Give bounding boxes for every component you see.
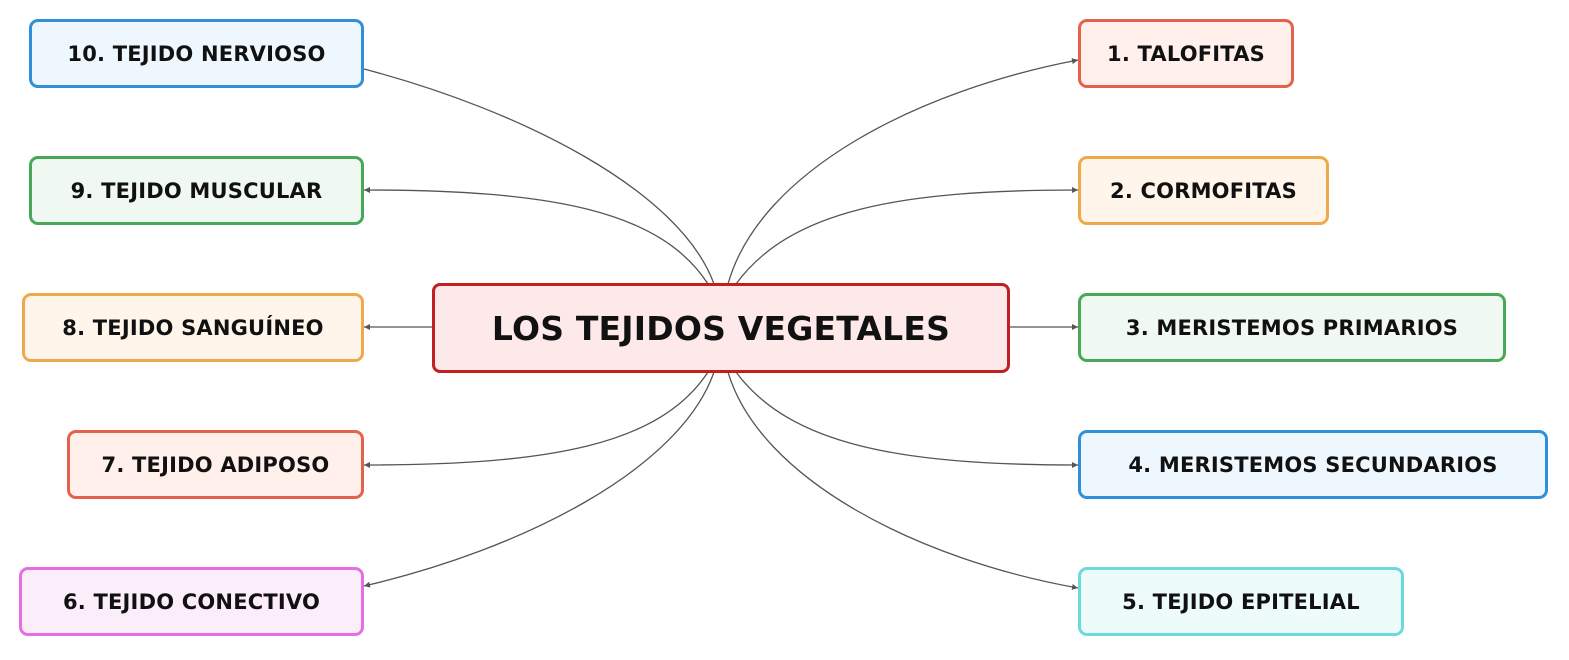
topic-label: 6. TEJIDO CONECTIVO bbox=[62, 589, 321, 614]
connector-root-to-talofitas bbox=[727, 58, 1079, 285]
topic-tejido-adiposo[interactable]: 7. TEJIDO ADIPOSO bbox=[67, 430, 364, 499]
topic-label: 9. TEJIDO MUSCULAR bbox=[70, 178, 323, 203]
topic-cormofitas[interactable]: 2. CORMOFITAS bbox=[1078, 156, 1329, 225]
topic-talofitas[interactable]: 1. TALOFITAS bbox=[1078, 19, 1294, 88]
connector-root-to-cormofitas bbox=[735, 187, 1079, 285]
topic-label: 3. MERISTEMOS PRIMARIOS bbox=[1125, 315, 1459, 340]
topic-meristemos-secundarios[interactable]: 4. MERISTEMOS SECUNDARIOS bbox=[1078, 430, 1548, 499]
topic-label: 5. TEJIDO EPITELIAL bbox=[1122, 589, 1360, 614]
topic-label: 2. CORMOFITAS bbox=[1110, 178, 1297, 203]
connector-root-to-tejido-adiposo bbox=[363, 371, 709, 468]
connector-root-to-tejido-epitelial bbox=[727, 371, 1079, 590]
connector-root-to-tejido-nervioso bbox=[363, 68, 715, 285]
topic-tejido-epitelial[interactable]: 5. TEJIDO EPITELIAL bbox=[1078, 567, 1404, 636]
topic-tejido-conectivo[interactable]: 6. TEJIDO CONECTIVO bbox=[19, 567, 364, 636]
connector-root-to-tejido-muscular bbox=[363, 187, 709, 285]
topic-tejido-nervioso[interactable]: 10. TEJIDO NERVIOSO bbox=[29, 19, 364, 88]
connector-root-to-tejido-conectivo bbox=[363, 371, 715, 588]
topic-label: 8. TEJIDO SANGUÍNEO bbox=[62, 315, 324, 340]
topic-tejido-sanguineo[interactable]: 8. TEJIDO SANGUÍNEO bbox=[22, 293, 364, 362]
topic-meristemos-primarios[interactable]: 3. MERISTEMOS PRIMARIOS bbox=[1078, 293, 1506, 362]
root-topic-label: LOS TEJIDOS VEGETALES bbox=[491, 308, 951, 348]
topic-label: 10. TEJIDO NERVIOSO bbox=[67, 41, 326, 66]
topic-label: 4. MERISTEMOS SECUNDARIOS bbox=[1128, 452, 1498, 477]
root-topic[interactable]: LOS TEJIDOS VEGETALES bbox=[432, 283, 1010, 373]
topic-label: 1. TALOFITAS bbox=[1107, 41, 1265, 66]
connector-root-to-meristemos-secundarios bbox=[735, 371, 1079, 468]
topic-tejido-muscular[interactable]: 9. TEJIDO MUSCULAR bbox=[29, 156, 364, 225]
topic-label: 7. TEJIDO ADIPOSO bbox=[101, 452, 330, 477]
